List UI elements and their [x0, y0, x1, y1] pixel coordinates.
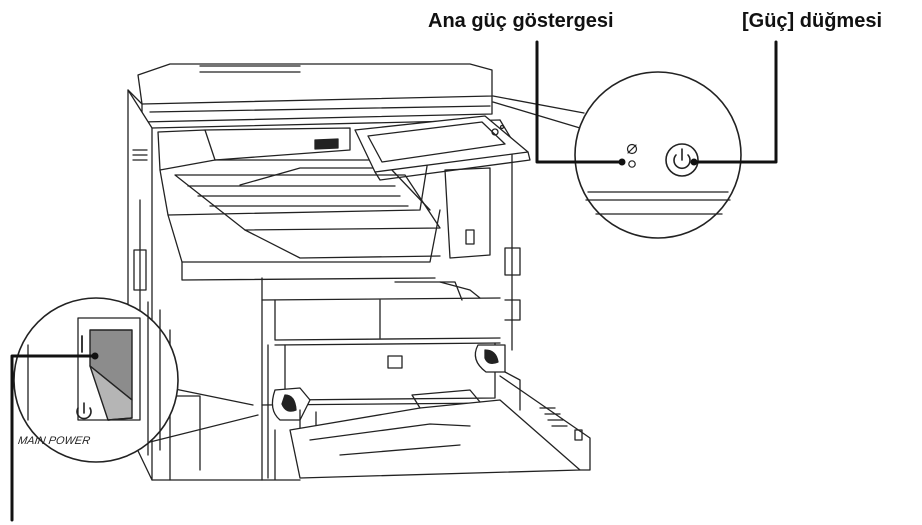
- power-panel-zoom: [492, 71, 742, 239]
- power-button[interactable]: [665, 143, 699, 177]
- main-power-switch-leader: [10, 354, 40, 522]
- power-button-label: [Güç] düğmesi: [742, 10, 883, 32]
- power-icon: [673, 148, 691, 170]
- main-power-indicator-icon: [626, 143, 638, 168]
- main-power-indicator-leader: [535, 40, 622, 164]
- power-panel-zoom-circle: [574, 71, 742, 239]
- main-power-indicator-label: Ana güç göstergesi: [428, 10, 614, 32]
- main-power-marking: MAIN POWER: [17, 435, 91, 447]
- power-icon: [76, 402, 92, 420]
- zoom-connector-line: [169, 387, 254, 406]
- zoom-connector-line: [149, 414, 259, 443]
- callout-leaders: [535, 40, 778, 164]
- main-power-switch[interactable]: [89, 329, 133, 421]
- printer-body: [127, 63, 591, 481]
- power-button-leader: [692, 40, 778, 164]
